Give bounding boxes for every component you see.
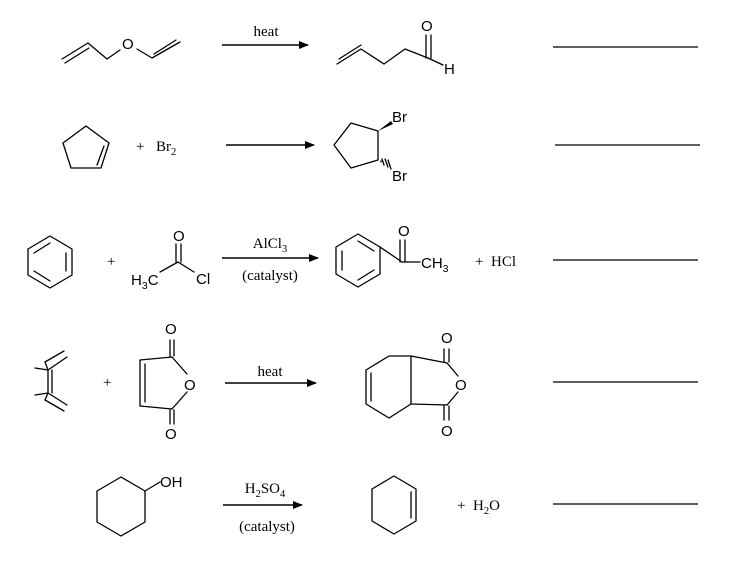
anhydride-bottom-oxygen-label: O <box>165 426 177 443</box>
acyl-methyl-label: H3C <box>131 272 159 292</box>
reaction-3-byproduct-plus: + <box>475 254 483 270</box>
trans-1-2-dibromocyclopentane: Br Br <box>333 109 407 185</box>
product-top-oxygen-label: O <box>441 330 453 347</box>
reaction-2-plus: + <box>136 139 144 155</box>
reaction-4-condition: heat <box>258 364 284 380</box>
hydroxyl-label: OH <box>160 474 183 491</box>
ketone-oxygen-label: O <box>398 223 410 240</box>
maleic-anhydride: O O O <box>139 321 196 443</box>
water-byproduct: H2O <box>473 498 500 517</box>
ketone-methyl-label: CH3 <box>421 255 449 275</box>
allyl-vinyl-ether: O <box>61 36 181 64</box>
pent-4-enal: O H <box>336 18 455 78</box>
reaction-5-catalyst: H2SO4 <box>245 481 286 500</box>
reaction-2: + Br2 Br Br <box>62 109 700 185</box>
reaction-1-condition: heat <box>254 24 280 40</box>
reaction-5-byproduct-plus: + <box>457 498 465 514</box>
reaction-4: + O O O heat O O <box>34 321 698 443</box>
cyclohexanol: OH <box>96 474 183 537</box>
tetrahydrophthalic-anhydride: O O O <box>365 330 467 440</box>
reaction-3: + H3C O Cl AlCl3 (catalyst) O CH3 + HCl <box>27 223 698 292</box>
reaction-5-catalyst-note: (catalyst) <box>239 519 295 535</box>
bromine-top-label: Br <box>392 109 407 126</box>
acetyl-chloride: H3C O Cl <box>131 228 210 292</box>
ether-oxygen-label: O <box>122 36 134 53</box>
reaction-1: O heat O H <box>61 18 698 78</box>
hcl-byproduct: HCl <box>491 254 516 270</box>
reaction-3-catalyst: AlCl3 <box>253 236 287 255</box>
acyl-chlorine-label: Cl <box>196 271 210 288</box>
butadiene <box>34 350 68 412</box>
reaction-3-catalyst-note: (catalyst) <box>242 268 298 284</box>
carbonyl-oxygen-label: O <box>421 18 433 35</box>
aldehyde-h-label: H <box>444 61 455 78</box>
product-ring-oxygen-label: O <box>455 377 467 394</box>
benzene <box>27 235 73 289</box>
product-bottom-oxygen-label: O <box>441 423 453 440</box>
anhydride-ring-oxygen-label: O <box>184 377 196 394</box>
bromine-reagent: Br2 <box>156 139 176 158</box>
acyl-oxygen-label: O <box>173 228 185 245</box>
anhydride-top-oxygen-label: O <box>165 321 177 338</box>
cyclohexene <box>371 475 417 535</box>
reaction-3-plus: + <box>107 254 115 270</box>
acetophenone: O CH3 <box>335 223 449 288</box>
cyclopentene <box>62 125 110 169</box>
reaction-4-plus: + <box>103 375 111 391</box>
bromine-bottom-label: Br <box>392 168 407 185</box>
reaction-5: OH H2SO4 (catalyst) + H2O <box>96 474 698 537</box>
